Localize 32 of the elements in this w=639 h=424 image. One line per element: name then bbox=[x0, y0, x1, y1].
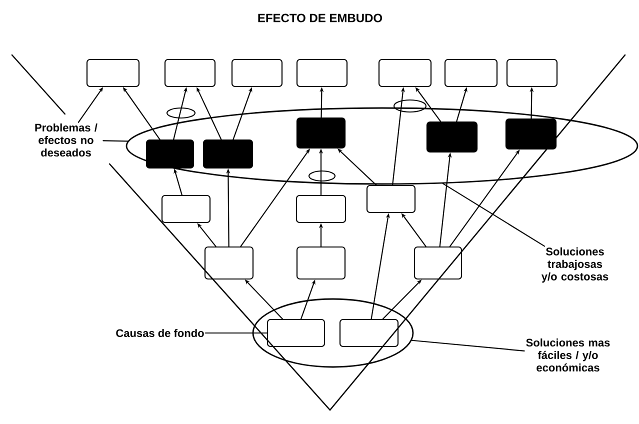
filled-box bbox=[426, 121, 478, 153]
box bbox=[444, 58, 498, 88]
label: Problemas / efectos no deseados bbox=[29, 122, 103, 158]
box bbox=[161, 194, 211, 224]
leader-line bbox=[204, 332, 268, 334]
label: Soluciones trabajosas y/o costosas bbox=[537, 246, 613, 284]
arrow bbox=[338, 148, 377, 186]
box bbox=[204, 246, 254, 280]
ellipse bbox=[252, 298, 414, 368]
box bbox=[266, 318, 326, 348]
box bbox=[414, 246, 462, 280]
label: Soluciones mas fáciles / y/o económicas bbox=[524, 337, 612, 373]
leader-line bbox=[411, 340, 525, 352]
ellipse bbox=[126, 107, 638, 185]
leader-line bbox=[442, 183, 546, 247]
filled-box bbox=[202, 139, 254, 169]
box bbox=[378, 58, 432, 88]
label: Causas de fondo bbox=[114, 328, 206, 338]
filled-box bbox=[505, 118, 557, 150]
box bbox=[506, 58, 558, 88]
box bbox=[366, 184, 416, 214]
filled-box bbox=[296, 117, 346, 149]
leader-line bbox=[102, 140, 128, 142]
title: EFECTO DE EMBUDO bbox=[258, 14, 382, 22]
box bbox=[231, 58, 283, 88]
filled-box bbox=[146, 139, 194, 169]
box bbox=[296, 246, 346, 280]
box bbox=[164, 58, 216, 88]
box bbox=[339, 318, 399, 348]
box bbox=[296, 58, 348, 88]
box bbox=[86, 58, 140, 88]
box bbox=[296, 194, 346, 224]
